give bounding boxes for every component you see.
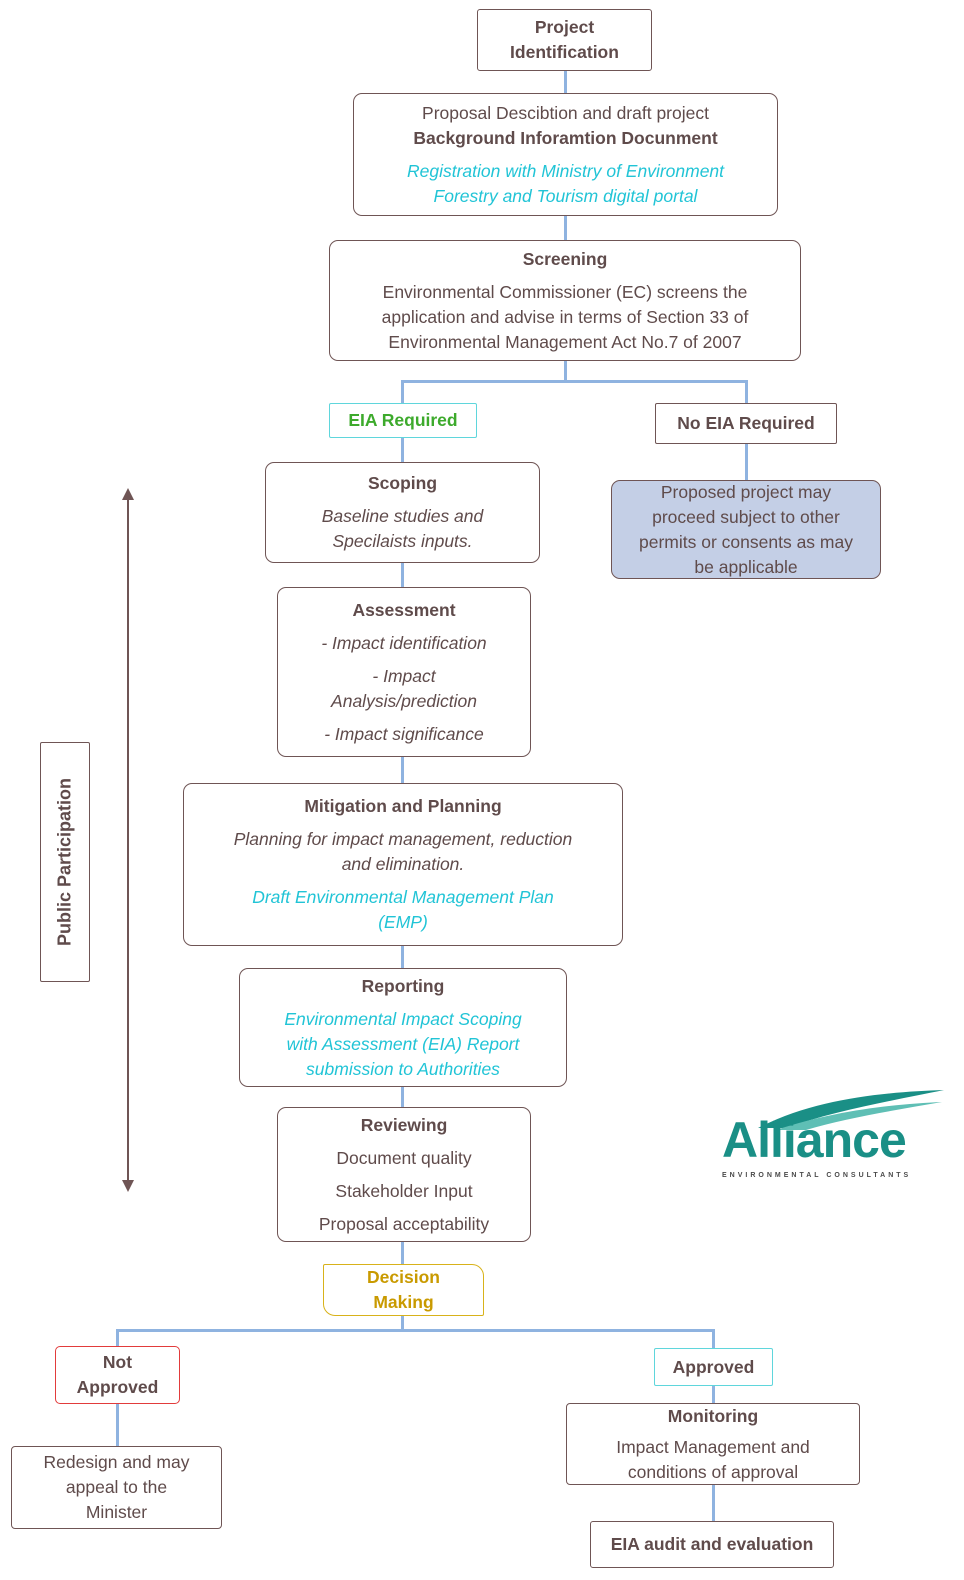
connector	[564, 360, 567, 382]
connector	[745, 380, 748, 404]
node-title: Reviewing	[360, 1114, 448, 1135]
reporting-box: Reporting Environmental Impact Scoping w…	[239, 968, 567, 1087]
proposal-box: Proposal Descibtion and draft project Ba…	[353, 93, 778, 216]
connector	[116, 1329, 715, 1332]
connector	[401, 1315, 404, 1331]
node-text: EIA Required	[348, 410, 458, 430]
public-participation-label: Public Participation	[40, 742, 90, 982]
node-text: Making	[373, 1292, 434, 1312]
node-text: Not	[102, 1352, 133, 1372]
scoping-box: Scoping Baseline studies and Specilaists…	[265, 462, 540, 563]
connector	[564, 215, 567, 241]
node-text: Redesign and may	[43, 1452, 190, 1472]
node-text: Project	[534, 17, 595, 37]
node-text: Forestry and Tourism digital portal	[433, 185, 698, 206]
node-text: permits or consents as may	[639, 531, 853, 552]
node-text: - Impact	[372, 665, 436, 686]
public-participation-arrow	[122, 488, 134, 1192]
node-title: Assessment	[352, 599, 456, 620]
connector	[401, 1086, 404, 1108]
logo-tagline: ENVIRONMENTAL CONSULTANTS	[722, 1172, 912, 1179]
screening-box: Screening Environmental Commissioner (EC…	[329, 240, 801, 361]
public-participation-text: Public Participation	[54, 777, 75, 947]
reviewing-box: Reviewing Document quality Stakeholder I…	[277, 1107, 531, 1242]
connector	[564, 70, 567, 94]
node-text: Analysis/prediction	[331, 690, 477, 711]
node-text: - Impact significance	[324, 723, 484, 744]
node-text: Background Inforamtion Docunment	[413, 127, 718, 148]
node-text: be applicable	[694, 556, 798, 577]
logo-name: Alliance	[722, 1112, 907, 1168]
connector	[712, 1484, 715, 1522]
node-text: Stakeholder Input	[335, 1180, 473, 1201]
node-text: Environmental Commissioner (EC) screens …	[382, 281, 748, 302]
node-text: Decision	[367, 1267, 440, 1287]
node-text: Approved	[76, 1377, 159, 1397]
approved-box: Approved	[654, 1348, 773, 1386]
node-text: Registration with Ministry of Environmen…	[406, 160, 725, 181]
node-text: and elimination.	[341, 854, 465, 874]
no-eia-outcome-box: Proposed project may proceed subject to …	[611, 480, 881, 579]
connector	[712, 1329, 715, 1349]
connector	[401, 1241, 404, 1265]
connector	[401, 756, 404, 784]
node-text: proceed subject to other	[652, 506, 840, 527]
node-text: - Impact identification	[321, 632, 487, 653]
node-text: conditions of approval	[627, 1461, 799, 1482]
node-text: Approved	[672, 1356, 755, 1377]
node-title: Monitoring	[667, 1405, 759, 1426]
node-text: with Assessment (EIA) Report	[286, 1033, 520, 1054]
node-title: Reporting	[361, 975, 445, 996]
node-text: Proposed project may	[660, 481, 832, 502]
node-text: Baseline studies and	[321, 506, 484, 526]
eia-required-box: EIA Required	[329, 403, 477, 438]
node-text: Identification	[510, 42, 619, 62]
not-approved-box: Not Approved	[55, 1346, 180, 1404]
connector	[401, 945, 404, 969]
node-title: Scoping	[367, 473, 438, 493]
connector	[401, 380, 404, 404]
mitigation-box: Mitigation and Planning Planning for imp…	[183, 783, 623, 946]
node-title: Mitigation and Planning	[304, 796, 502, 816]
alliance-logo: Alliance ENVIRONMENTAL CONSULTANTS	[716, 1086, 960, 1186]
not-approved-outcome-box: Redesign and may appeal to the Minister	[11, 1446, 222, 1529]
node-text: Proposal acceptability	[318, 1213, 490, 1234]
connector	[745, 443, 748, 481]
logo-swoosh-icon	[758, 1090, 944, 1130]
node-text: Document quality	[336, 1147, 472, 1168]
connector	[401, 380, 747, 383]
node-text: Environmental Management Act No.7 of 200…	[388, 331, 742, 352]
node-text: application and advise in terms of Secti…	[381, 306, 749, 327]
node-text: Proposal Descibtion and draft project	[422, 102, 709, 123]
node-text: submission to Authorities	[306, 1058, 500, 1079]
connector	[401, 562, 404, 588]
node-text: Planning for impact management, reductio…	[233, 829, 573, 849]
monitoring-box: Monitoring Impact Management and conditi…	[566, 1403, 860, 1485]
assessment-box: Assessment - Impact identification - Imp…	[277, 587, 531, 757]
connector	[712, 1385, 715, 1405]
node-text: EIA audit and evaluation	[610, 1534, 814, 1554]
node-text: Draft Environmental Management Plan	[252, 887, 554, 907]
audit-box: EIA audit and evaluation	[590, 1521, 834, 1568]
node-text: appeal to the	[65, 1477, 168, 1497]
node-title: Screening	[522, 248, 608, 269]
node-text: No EIA Required	[677, 413, 815, 433]
connector	[116, 1403, 119, 1447]
node-text: Impact Management and	[616, 1436, 810, 1457]
node-text: Environmental Impact Scoping	[284, 1008, 522, 1029]
connector	[116, 1329, 119, 1347]
no-eia-required-box: No EIA Required	[655, 403, 837, 444]
node-text: (EMP)	[378, 912, 428, 932]
node-text: Specilaists inputs.	[332, 531, 473, 551]
node-text: Minister	[85, 1502, 148, 1522]
decision-making-box: Decision Making	[323, 1264, 484, 1316]
project-identification-box: Project Identification	[477, 9, 652, 71]
connector	[401, 437, 404, 463]
